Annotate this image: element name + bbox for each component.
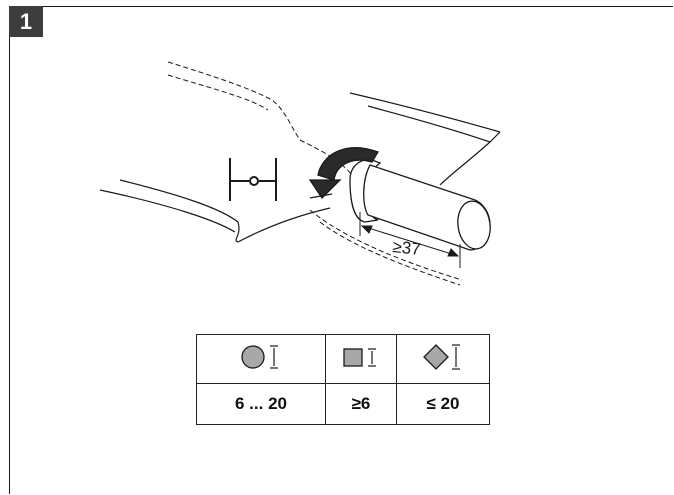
spec-value-round: 6 ... 20: [196, 383, 326, 425]
conductor-spec-table: 6 ... 20 ≥6 ≤ 20: [196, 334, 490, 425]
spec-header-round: [196, 334, 326, 384]
profile-upper-edge-2: [367, 105, 491, 143]
hidden-line-2: [167, 74, 269, 111]
profile-waist: [237, 207, 331, 243]
round-cross-section-icon: [241, 344, 278, 369]
spec-header-diamond: [396, 334, 490, 384]
length-dimension-label: ≥37: [392, 237, 422, 259]
spec-value-diamond: ≤ 20: [396, 383, 490, 425]
diamond-cross-section-icon: [423, 343, 460, 370]
hidden-line-5: [319, 221, 461, 286]
step-number-badge: 1: [9, 6, 43, 37]
instruction-frame: [9, 6, 673, 494]
square-cross-section-icon: [343, 347, 376, 367]
rotation-arrow-icon: [308, 147, 379, 200]
profile-lower-left-edge: [119, 179, 240, 243]
crimp-tool-icon: [229, 158, 277, 201]
lug-end-face: [457, 200, 491, 250]
profile-upper-edge: [349, 92, 501, 133]
spec-table-header-row: [196, 334, 490, 384]
spec-header-square: [325, 334, 397, 384]
length-dimension: [359, 212, 461, 268]
spec-value-square: ≥6: [325, 383, 397, 425]
profile-lower-left-edge-2: [99, 189, 236, 233]
hidden-line-1: [167, 61, 301, 141]
spec-table-value-row: 6 ... 20 ≥6 ≤ 20: [196, 383, 490, 425]
profile-front-edge: [489, 131, 501, 143]
profile-right-lower: [439, 141, 491, 186]
